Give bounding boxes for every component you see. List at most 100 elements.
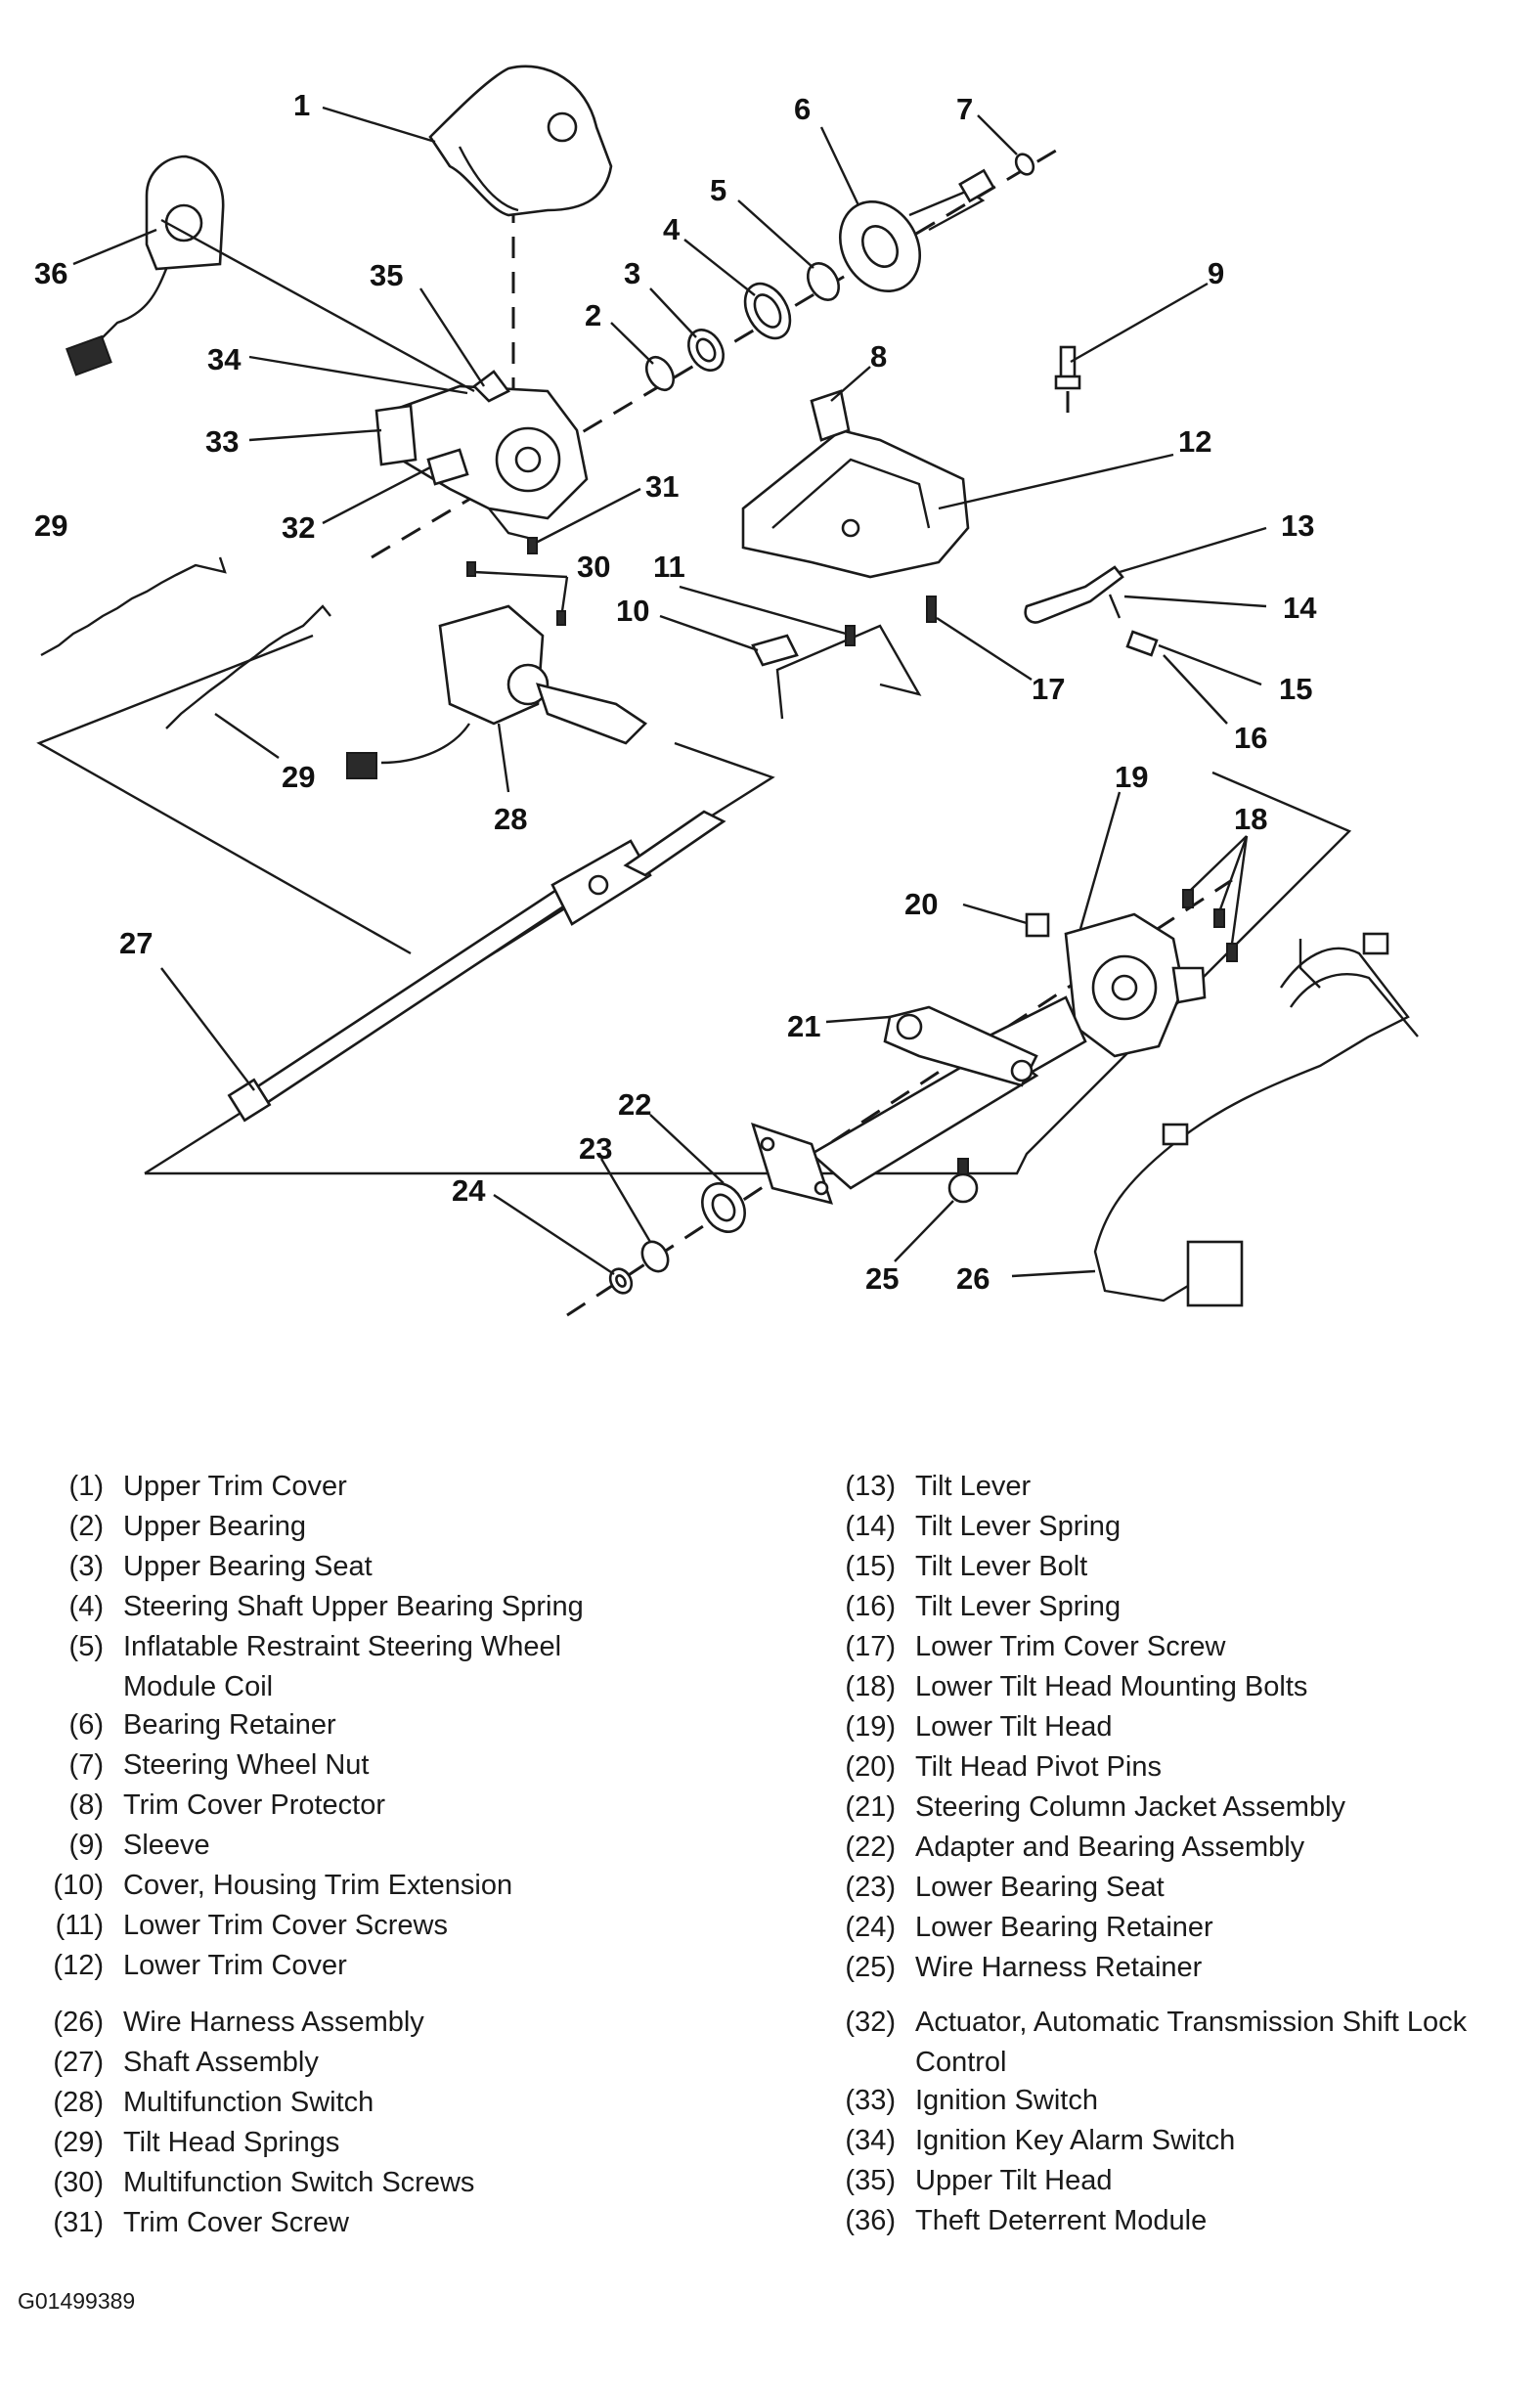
legend-label: Trim Cover Screw: [123, 2207, 349, 2238]
callout-20: 20: [904, 887, 938, 921]
legend-label: Theft Deterrent Module: [915, 2205, 1208, 2236]
legend-item: (22) Adapter and Bearing Assembly: [819, 1828, 1504, 1868]
lower-tilt-head: [1064, 912, 1207, 1058]
legend-label: Sleeve: [123, 1830, 210, 1861]
legend-number: (3): [68, 1551, 104, 1582]
legend-item: (6)Bearing Retainer: [27, 1705, 712, 1745]
legend-item: (2)Upper Bearing: [27, 1507, 712, 1547]
legend-number: (31): [53, 2207, 104, 2238]
legend-label: Wire Harness Retainer: [915, 1952, 1203, 1983]
lower-bearing-retainer: [608, 1267, 634, 1295]
legend-label: Steering Shaft Upper Bearing Spring: [123, 1591, 584, 1622]
legend-label: Lower Bearing Seat: [915, 1872, 1165, 1903]
callout-6: 6: [794, 92, 811, 126]
callout-34: 34: [207, 342, 242, 376]
callout-12: 12: [1178, 424, 1211, 459]
adapter-and-bearing-assembly: [701, 1182, 746, 1233]
legend-number: (35): [845, 2165, 896, 2196]
callout-23: 23: [579, 1131, 612, 1166]
legend-item: (30)Multifunction Switch Screws: [27, 2163, 712, 2203]
legend-item: (24)Lower Bearing Retainer: [819, 1908, 1504, 1948]
tilt-lever-spring: [1108, 594, 1122, 619]
legend-label: Tilt Lever Spring: [915, 1591, 1122, 1622]
legend-number: (28): [53, 2087, 104, 2118]
callout-9: 9: [1208, 256, 1224, 290]
legend-number: (32): [845, 2007, 896, 2038]
legend-number: (10): [53, 1870, 104, 1901]
callout-4: 4: [663, 212, 681, 246]
legend-label: Lower Bearing Retainer: [915, 1912, 1213, 1943]
multifunction-switch-screws: [466, 561, 566, 626]
legend-label: Inflatable Restraint Steering Wheel Modu…: [123, 1631, 562, 1702]
legend-label: Multifunction Switch: [123, 2087, 374, 2118]
legend-label: Lower Trim Cover: [123, 1950, 347, 1981]
legend-label: Ignition Key Alarm Switch: [915, 2125, 1236, 2156]
legend-number: (36): [845, 2205, 896, 2236]
tilt-head-pivot-pins: [1025, 912, 1050, 938]
legend-label: Steering Column Jacket Assembly: [915, 1791, 1346, 1823]
legend-number: (22): [845, 1832, 896, 1863]
legend-number: (5): [68, 1631, 104, 1662]
callout-18: 18: [1234, 802, 1267, 836]
callout-2: 2: [585, 298, 601, 332]
upper-trim-cover: [428, 65, 613, 217]
legend-number: (25): [845, 1952, 896, 1983]
callout-16: 16: [1234, 721, 1267, 755]
callout-26: 26: [956, 1261, 990, 1296]
legend-item: (32)Actuator, Automatic Transmission Shi…: [819, 2003, 1523, 2081]
legend-number: (4): [68, 1591, 104, 1622]
callout-29b: 29: [282, 760, 315, 794]
tilt-lever-bolt: [1125, 630, 1159, 657]
upper-bearing-seat: [687, 329, 725, 372]
legend-item: (3)Upper Bearing Seat: [27, 1547, 712, 1587]
legend-item: (4) Steering Shaft Upper Bearing Spring: [27, 1587, 712, 1627]
tilt-head-spring-upper: [40, 556, 227, 657]
cover-housing-trim-extension: [751, 634, 799, 667]
legend-item: (15)Tilt Lever Bolt: [819, 1547, 1504, 1587]
trim-cover-screw: [527, 537, 538, 554]
legend-label: Upper Tilt Head: [915, 2165, 1113, 2196]
callout-24: 24: [452, 1173, 486, 1208]
legend-item: (1)Upper Trim Cover: [27, 1467, 712, 1507]
legend-number: (33): [845, 2085, 896, 2116]
legend-number: (11): [55, 1910, 104, 1941]
legend-item: (20)Tilt Head Pivot Pins: [819, 1747, 1504, 1788]
legend-label: Tilt Head Pivot Pins: [915, 1751, 1162, 1783]
callout-28: 28: [494, 802, 527, 836]
module-coil: [806, 262, 841, 301]
upper-region-outline: [36, 634, 412, 955]
legend-label: Tilt Head Springs: [123, 2127, 340, 2158]
legend-number: (9): [68, 1830, 104, 1861]
lower-bearing-seat: [640, 1240, 670, 1273]
legend-number: (23): [845, 1872, 896, 1903]
callout-27: 27: [119, 926, 153, 960]
legend-label: Lower Tilt Head: [915, 1711, 1113, 1743]
legend-number: (7): [68, 1749, 104, 1781]
steering-column-exploded-diagram: 1 36 35 34 33 32 29 2 3 4 5 6 7 8 9 12 3…: [34, 65, 1419, 1317]
legend-item: (11)Lower Trim Cover Screws: [27, 1906, 712, 1946]
legend-item: (14)Tilt Lever Spring: [819, 1507, 1504, 1547]
upper-tilt-head: [374, 370, 589, 540]
legend-label: Adapter and Bearing Assembly: [915, 1832, 1305, 1863]
wire-harness-retainer: [947, 1158, 979, 1204]
legend-label: Lower Trim Cover Screw: [915, 1631, 1226, 1662]
callout-22: 22: [618, 1087, 651, 1122]
steering-shaft-upper-bearing-spring: [743, 282, 792, 340]
legend-number: (18): [845, 1671, 896, 1702]
callout-25: 25: [865, 1261, 899, 1296]
legend-label: Cover, Housing Trim Extension: [123, 1870, 513, 1901]
callout-8: 8: [870, 339, 887, 374]
trim-region-outline: [775, 624, 922, 720]
legend-label: Steering Wheel Nut: [123, 1749, 370, 1781]
callout-14: 14: [1283, 591, 1317, 625]
legend-item: (5) Inflatable Restraint Steering Wheel M…: [27, 1627, 712, 1705]
callout-29a: 29: [34, 508, 67, 543]
legend-item: (27)Shaft Assembly: [27, 2043, 712, 2083]
legend-item: (36) Theft Deterrent Module: [819, 2201, 1523, 2241]
callout-15: 15: [1279, 672, 1312, 706]
callout-17: 17: [1032, 672, 1065, 706]
callout-33: 33: [205, 424, 239, 459]
legend-label: Upper Trim Cover: [123, 1471, 347, 1502]
legend-item: (17)Lower Trim Cover Screw: [819, 1627, 1504, 1667]
lower-tilt-head-mounting-bolts: [1182, 889, 1238, 962]
